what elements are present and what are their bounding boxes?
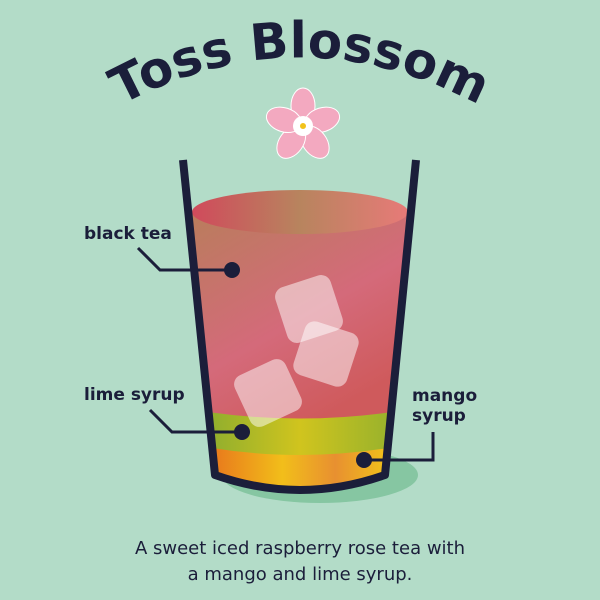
mango-syrup-layer bbox=[212, 445, 388, 489]
black-tea-marker bbox=[224, 262, 240, 278]
label-mango-syrup-line1: mango bbox=[412, 386, 478, 406]
caption-line2: a mango and lime syrup. bbox=[187, 564, 413, 585]
callout-lines bbox=[136, 246, 435, 462]
label-mango-syrup: mango syrup bbox=[412, 386, 477, 426]
ice-cubes bbox=[234, 275, 359, 427]
lime-syrup-marker bbox=[234, 424, 250, 440]
cherry-blossom-icon bbox=[265, 87, 341, 159]
glass-outline bbox=[179, 159, 420, 494]
mango-syrup-marker bbox=[356, 452, 372, 468]
caption-line1: A sweet iced raspberry rose tea with bbox=[134, 538, 466, 559]
label-black-tea: black tea bbox=[84, 224, 172, 244]
tea-surface bbox=[192, 190, 408, 234]
caption: A sweet iced raspberry rose tea with a m… bbox=[0, 536, 600, 588]
label-lime-syrup: lime syrup bbox=[84, 385, 185, 405]
label-mango-syrup-line2: syrup bbox=[412, 406, 466, 426]
